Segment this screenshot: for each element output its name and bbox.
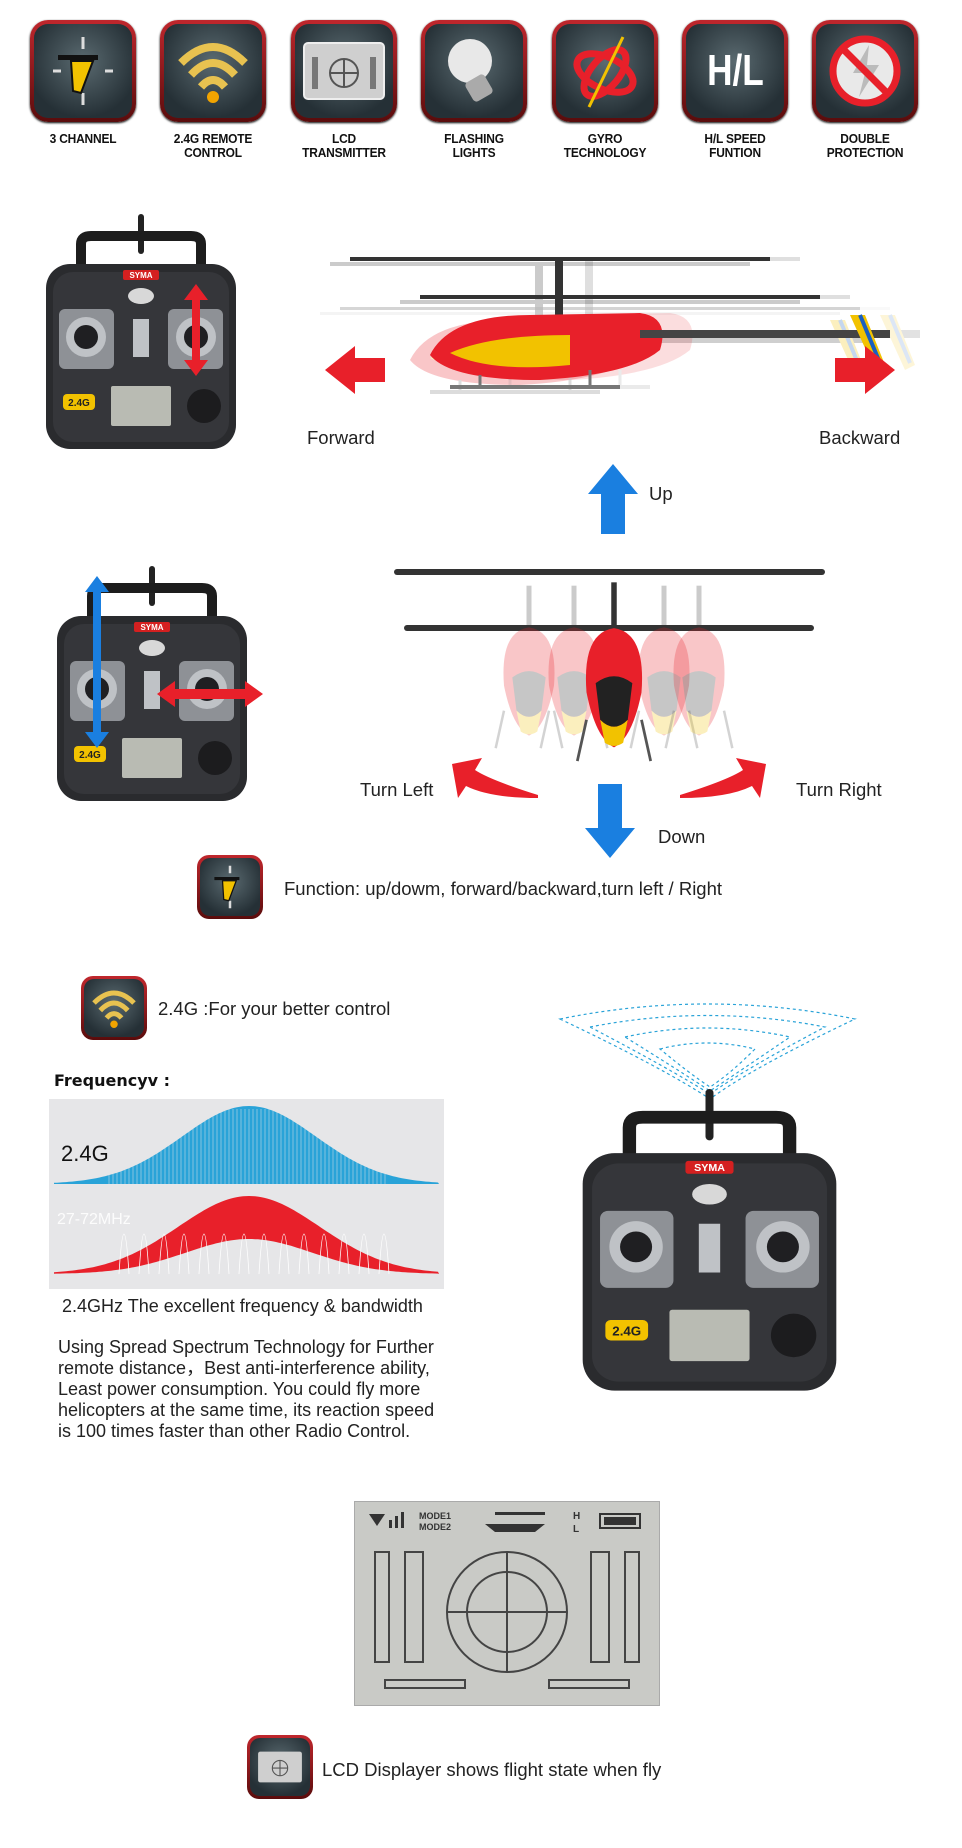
arrow-up-icon	[588, 464, 638, 534]
label-24g: 2.4G	[61, 1141, 109, 1166]
feature-label: PROTECTION	[826, 145, 904, 160]
feature-label: GYRO	[587, 131, 623, 146]
label-turn-right: Turn Right	[796, 779, 882, 800]
label-27-72mhz: 27-72MHz	[57, 1211, 131, 1228]
no-shock-icon	[829, 35, 901, 107]
wave-27-72mhz	[54, 1196, 439, 1274]
lcd-mode1: MODE1	[419, 1511, 451, 1521]
arrow-up-down-icon	[184, 284, 208, 376]
feature-label: DOUBLE	[840, 131, 890, 146]
lcd-screen-icon	[303, 42, 385, 100]
turn-left-arrow-icon	[452, 758, 538, 798]
label-down: Down	[658, 826, 706, 847]
feature-label: H/L SPEED	[704, 131, 766, 146]
lcd-display: MODE1 MODE2 H L	[354, 1501, 660, 1706]
arrow-down-icon	[585, 784, 635, 858]
feature-label: TECHNOLOGY	[563, 145, 647, 160]
label-forward: Forward	[307, 427, 375, 448]
remote-brand-logo: SYMA	[694, 1163, 725, 1174]
feature-label: LCD	[331, 131, 357, 146]
feature-label: LIGHTS	[452, 145, 496, 160]
function-text: Function: up/dowm, forward/backward,turn…	[284, 878, 723, 899]
remote-24g-badge: 2.4G	[79, 750, 101, 761]
helicopter-side-view	[320, 255, 922, 396]
remote-control-large: SYMA 2.4G	[576, 1089, 843, 1397]
helicopter-front-view	[394, 569, 825, 763]
frequency-caption: 2.4GHz The excellent frequency & bandwid…	[62, 1296, 423, 1316]
light-bulb-icon	[448, 39, 493, 102]
feature-label: FLASHING	[444, 131, 504, 146]
24g-small-icon	[81, 976, 147, 1040]
remote-24g-badge: 2.4G	[68, 398, 90, 409]
remote-brand-logo: SYMA	[140, 623, 163, 632]
signal-waves-icon	[558, 1003, 857, 1100]
feature-label: 2.4G REMOTE	[173, 131, 253, 146]
frequency-graphic: 2.4G 27-72MHz	[49, 1099, 444, 1289]
remote-24g-badge: 2.4G	[612, 1324, 641, 1339]
frequency-description: Using Spread Spectrum Technology for Fur…	[58, 1337, 435, 1441]
label-backward: Backward	[819, 427, 901, 448]
feature-3-channel: 3 CHANNEL	[23, 20, 143, 146]
lcd-screen-icon	[258, 1751, 302, 1783]
helicopter-icon	[53, 37, 113, 105]
feature-label: 3 CHANNEL	[49, 131, 117, 146]
lcd-h: H	[573, 1511, 580, 1522]
feature-label: TRANSMITTER	[302, 145, 386, 160]
wifi-signal-icon	[178, 43, 248, 103]
lcd-small-icon	[247, 1735, 313, 1799]
lcd-mode2: MODE2	[419, 1522, 451, 1532]
lcd-text: LCD Displayer shows flight state when fl…	[322, 1759, 662, 1780]
wave-24g	[54, 1106, 439, 1184]
lcd-l: L	[573, 1524, 579, 1535]
arrow-left-icon	[325, 346, 385, 394]
frequency-title: Frequencyv :	[54, 1071, 171, 1090]
arrow-horizontal-icon	[157, 681, 263, 707]
arrow-right-icon	[835, 346, 895, 394]
control-text: 2.4G :For your better control	[158, 998, 391, 1019]
feature-label: FUNTION	[709, 145, 761, 160]
arrow-vertical-icon	[85, 576, 109, 748]
label-up: Up	[649, 483, 673, 504]
3-channel-small-icon	[197, 855, 263, 919]
turn-right-arrow-icon	[680, 758, 766, 798]
label-turn-left: Turn Left	[360, 779, 434, 800]
remote-control-up-turn: SYMA 2.4G	[52, 566, 263, 806]
remote-brand-logo: SYMA	[129, 271, 152, 280]
wifi-signal-icon	[92, 990, 136, 1028]
helicopter-icon	[214, 865, 240, 909]
gyro-icon	[573, 36, 637, 108]
hl-speed-icon: H/L	[706, 46, 764, 95]
remote-control-forward-backward: SYMA 2.4G	[41, 214, 241, 454]
feature-label: CONTROL	[184, 145, 242, 160]
